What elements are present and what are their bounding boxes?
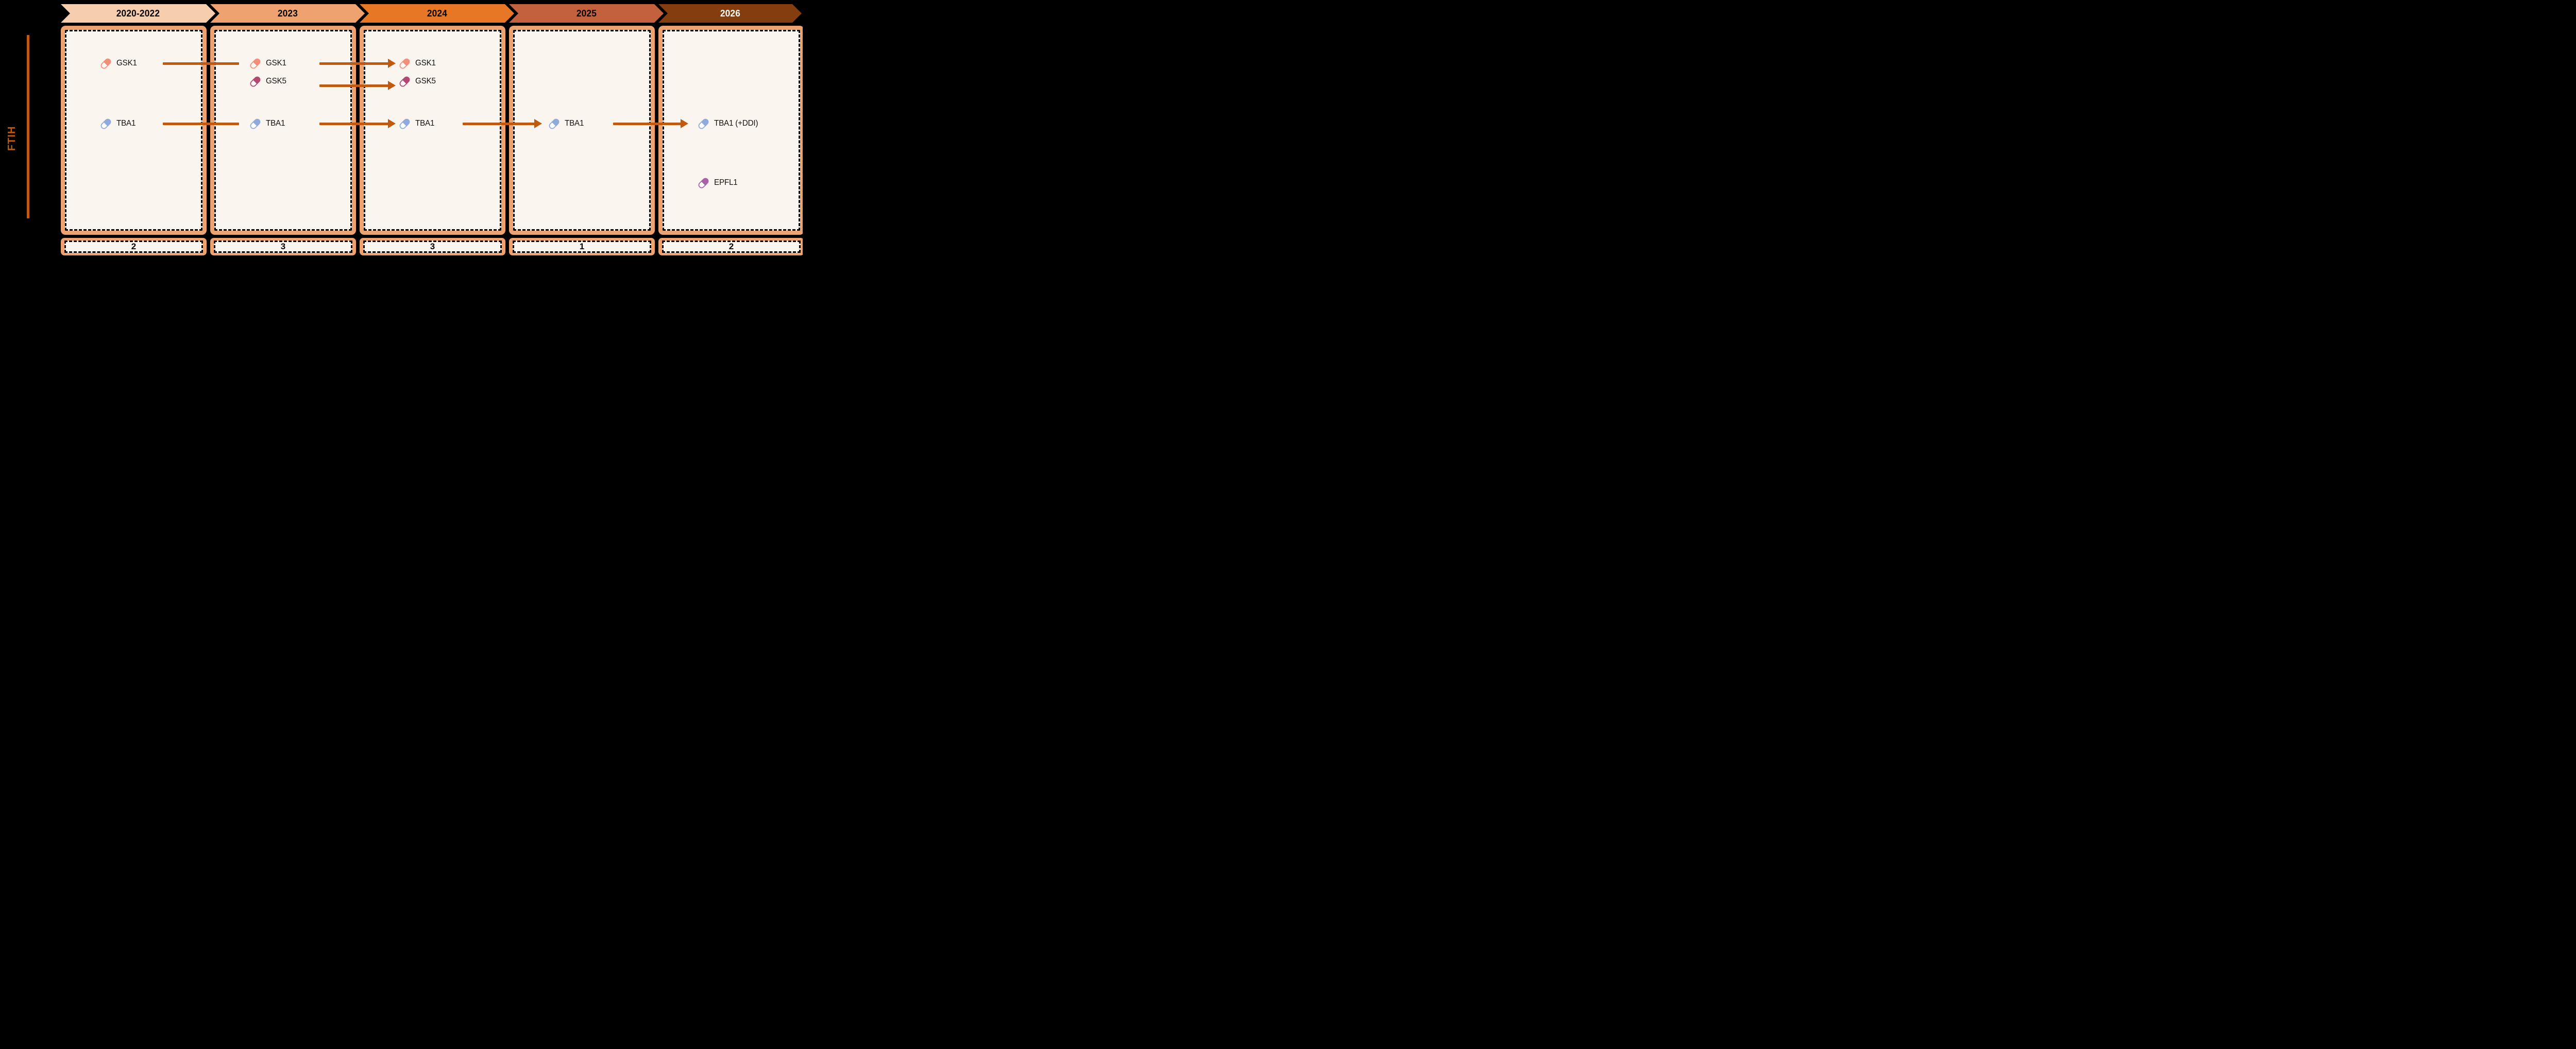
progression-arrow-tba1: [163, 122, 239, 125]
pill-icon: [698, 118, 709, 129]
year-banner-2026: 2026: [658, 4, 802, 23]
drug-item-tba1: TBA1: [99, 116, 137, 131]
drug-item-epfl1: EPFL1: [697, 176, 739, 190]
asset-count: 3: [363, 240, 502, 253]
year-banner-2020-2022: 2020-2022: [61, 4, 215, 23]
progression-arrow-gsk1: [319, 62, 389, 65]
drug-label: GSK1: [116, 59, 137, 67]
ftih-timeline-canvas: FTIH 2020-2022 2 GSK1 TBA1 2023 3 GSK1 GSK5…: [0, 0, 803, 262]
pill-icon: [399, 76, 410, 87]
count-box-2020-2022: 2: [61, 238, 207, 255]
pill-icon: [399, 118, 410, 129]
drug-label: TBA1: [415, 119, 435, 128]
drug-label: TBA1 (+DDI): [714, 119, 758, 128]
drug-item-tba1: TBA1: [248, 116, 286, 131]
drug-label: GSK1: [415, 59, 436, 67]
year-banner-label: 2026: [720, 8, 740, 19]
pill-icon: [250, 58, 261, 68]
count-box-2024: 3: [360, 238, 505, 255]
year-banner-label: 2025: [576, 8, 597, 19]
pill-icon: [549, 118, 560, 129]
year-column-2026: [658, 26, 803, 235]
pill-icon: [250, 118, 261, 129]
pill-icon: [698, 178, 709, 188]
ftih-axis-label: FTIH: [6, 126, 18, 151]
progression-arrow-gsk1: [163, 62, 239, 65]
year-column-inner: [513, 30, 651, 231]
drug-label: TBA1: [116, 119, 136, 128]
drug-item-tba1-ddi: TBA1 (+DDI): [697, 116, 760, 131]
count-box-2026: 2: [658, 238, 803, 255]
drug-item-gsk1: GSK1: [99, 56, 138, 71]
drug-label: TBA1: [565, 119, 584, 128]
year-column-inner: [663, 30, 800, 231]
drug-label: TBA1: [266, 119, 285, 128]
drug-item-tba1: TBA1: [398, 116, 435, 131]
year-banner-2025: 2025: [509, 4, 664, 23]
arrowhead-icon: [534, 119, 542, 128]
asset-count: 2: [64, 240, 203, 253]
pill-icon: [100, 58, 111, 68]
drug-item-gsk5: GSK5: [398, 74, 437, 89]
drug-label: EPFL1: [714, 178, 738, 187]
drug-label: GSK1: [266, 59, 286, 67]
year-banner-label: 2024: [427, 8, 447, 19]
progression-arrow-tba1: [463, 122, 536, 125]
year-banner-2023: 2023: [210, 4, 365, 23]
year-column-2025: [509, 26, 655, 235]
arrowhead-icon: [388, 59, 396, 68]
arrowhead-icon: [388, 119, 396, 128]
count-box-2023: 3: [210, 238, 356, 255]
year-banner-label: 2023: [277, 8, 298, 19]
progression-arrow-tba1: [613, 122, 682, 125]
year-column-2024: [360, 26, 505, 235]
pill-icon: [100, 118, 111, 129]
drug-label: GSK5: [415, 77, 436, 85]
year-banner-2024: 2024: [360, 4, 514, 23]
pill-icon: [250, 76, 261, 87]
year-banner-label: 2020-2022: [116, 8, 160, 19]
drug-item-tba1: TBA1: [547, 116, 585, 131]
drug-item-gsk5: GSK5: [248, 74, 287, 89]
asset-count: 3: [214, 240, 352, 253]
ftih-axis-line: [27, 35, 29, 218]
progression-arrow-gsk5: [319, 84, 389, 87]
drug-label: GSK5: [266, 77, 286, 85]
drug-item-gsk1: GSK1: [248, 56, 287, 71]
asset-count: 1: [513, 240, 651, 253]
arrowhead-icon: [388, 81, 396, 90]
progression-arrow-tba1: [319, 122, 389, 125]
pill-icon: [399, 58, 410, 68]
drug-item-gsk1: GSK1: [398, 56, 437, 71]
asset-count: 2: [662, 240, 801, 253]
arrowhead-icon: [681, 119, 688, 128]
count-box-2025: 1: [509, 238, 655, 255]
